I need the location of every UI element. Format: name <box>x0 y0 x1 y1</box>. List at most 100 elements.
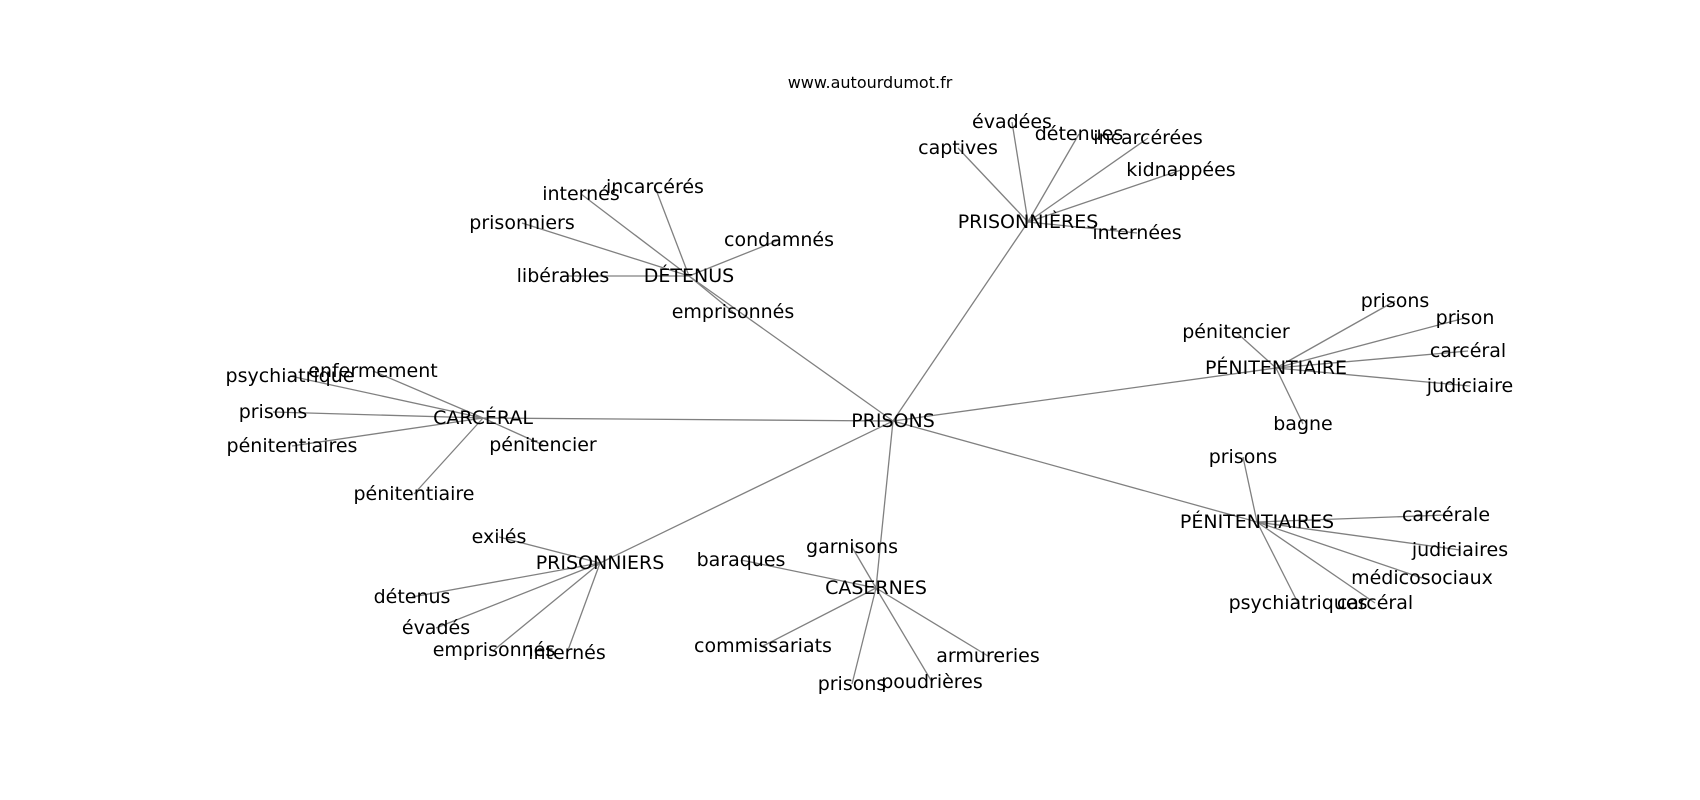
edge-casernes-child <box>851 546 877 589</box>
group-node-detenus: DÉTENUS <box>644 264 734 287</box>
leaf-node: emprisonnés <box>433 639 556 661</box>
leaf-node: exilés <box>472 526 527 548</box>
edge-prisonniers-child <box>566 562 601 654</box>
leaf-node: poudrières <box>881 671 983 693</box>
leaf-node: carcéral <box>1430 340 1506 362</box>
leaf-node: prisons <box>1361 290 1430 312</box>
edge-prisonnieres-child <box>1027 133 1080 223</box>
leaf-node: garnisons <box>806 536 898 558</box>
leaf-node: enfermement <box>308 360 437 382</box>
leaf-node: psychiatrique <box>226 365 355 387</box>
leaf-node: pénitencier <box>1182 321 1290 343</box>
edge-root-prisonnieres <box>892 221 1029 422</box>
leaf-node: détenues <box>1035 123 1124 145</box>
leaf-node: captives <box>918 137 998 159</box>
edge-penitentiaires-child <box>1256 521 1461 551</box>
group-node-casernes: CASERNES <box>825 577 927 599</box>
group-node-penitentiaire: PÉNITENTIAIRE <box>1205 356 1347 379</box>
leaf-node: pénitentiaire <box>354 483 475 505</box>
edge-penitentiaire-child <box>1275 350 1469 369</box>
leaf-node: internés <box>528 642 606 664</box>
leaf-node: prisons <box>239 401 308 423</box>
edge-casernes-child <box>875 587 933 683</box>
edge-casernes-child <box>875 587 989 657</box>
edge-penitentiaire-child <box>1275 367 1304 425</box>
edge-casernes-child <box>851 587 877 685</box>
edge-carceral-child <box>291 417 484 447</box>
leaf-node: internés <box>542 183 620 205</box>
edge-prisonniers-child <box>435 562 601 629</box>
edge-carceral-child <box>272 411 484 419</box>
leaf-node: prison <box>1436 307 1495 329</box>
leaf-node: emprisonnés <box>672 301 795 323</box>
leaf-node: pénitentiaires <box>227 435 358 457</box>
edge-detenus-child <box>580 193 690 277</box>
leaf-node: baraques <box>697 549 786 571</box>
leaf-node: prisons <box>818 673 887 695</box>
graph-labels: PRISONSDÉTENUSinternésincarcérésprisonni… <box>226 111 1514 695</box>
edge-root-penitentiaire <box>892 367 1277 422</box>
edge-prisonnieres-child <box>1011 121 1029 223</box>
leaf-node: psychiatriques <box>1229 592 1368 614</box>
edge-detenus-child <box>654 186 690 277</box>
edge-carceral-child <box>482 417 544 446</box>
leaf-node: prisonniers <box>469 212 574 234</box>
edge-carceral-child <box>289 375 484 419</box>
edge-penitentiaire-child <box>1275 367 1471 387</box>
source-url: www.autourdumot.fr <box>788 73 953 92</box>
group-node-prisonniers: PRISONNIERS <box>536 552 665 574</box>
leaf-node: évadés <box>402 617 470 639</box>
edge-root-detenus <box>688 275 894 422</box>
edge-casernes-child <box>762 587 877 647</box>
group-node-prisonnieres: PRISONNIÈRES <box>958 210 1099 233</box>
edge-casernes-child <box>740 559 877 589</box>
edge-carceral-child <box>413 417 484 495</box>
edge-penitentiaires-child <box>1256 521 1423 579</box>
leaf-node: libérables <box>517 265 610 287</box>
edge-carceral-child <box>372 370 484 419</box>
graph-edges <box>272 121 1471 685</box>
leaf-node: incarcérés <box>606 176 704 198</box>
leaf-node: incarcérées <box>1093 127 1203 149</box>
leaf-node: médicosociaux <box>1351 567 1493 589</box>
edge-penitentiaires-child <box>1256 521 1376 604</box>
edge-prisonniers-child <box>411 562 601 598</box>
leaf-node: kidnappées <box>1126 159 1235 181</box>
edge-root-casernes <box>875 420 894 589</box>
leaf-node: évadées <box>972 111 1052 133</box>
edge-penitentiaire-child <box>1235 331 1277 369</box>
edge-penitentiaires-child <box>1256 514 1447 523</box>
leaf-node: commissariats <box>694 635 832 657</box>
edge-penitentiaires-child <box>1242 456 1258 523</box>
leaf-node: carcérale <box>1402 504 1490 526</box>
edge-prisonniers-child <box>493 562 601 651</box>
edge-prisonnieres-child <box>1027 137 1149 223</box>
edge-detenus-child <box>521 222 690 277</box>
leaf-node: internées <box>1092 222 1181 244</box>
leaf-node: carcéral <box>1337 592 1413 614</box>
leaf-node: prisons <box>1209 446 1278 468</box>
edge-root-carceral <box>482 417 894 422</box>
edge-prisonnieres-child <box>1027 169 1182 223</box>
edge-penitentiaires-child <box>1256 521 1299 604</box>
edge-penitentiaire-child <box>1275 317 1466 369</box>
leaf-node: bagne <box>1273 413 1333 435</box>
root-node: PRISONS <box>851 410 935 432</box>
edge-detenus-child <box>688 275 734 313</box>
leaf-node: judiciaires <box>1411 539 1508 561</box>
group-node-penitentiaires: PÉNITENTIAIRES <box>1180 510 1334 533</box>
edge-penitentiaire-child <box>1275 300 1396 369</box>
group-node-carceral: CARCÉRAL <box>433 406 533 429</box>
edge-prisonniers-child <box>498 536 601 564</box>
edge-detenus-child <box>688 239 780 277</box>
leaf-node: pénitencier <box>489 434 597 456</box>
leaf-node: armureries <box>936 645 1039 667</box>
edge-prisonnieres-child <box>957 147 1029 223</box>
leaf-node: détenus <box>374 586 451 608</box>
edge-root-penitentiaires <box>892 420 1258 523</box>
edge-root-prisonniers <box>599 420 894 564</box>
edge-prisonnieres-child <box>1027 221 1138 234</box>
leaf-node: condamnés <box>724 229 834 251</box>
leaf-node: judiciaire <box>1426 375 1513 397</box>
